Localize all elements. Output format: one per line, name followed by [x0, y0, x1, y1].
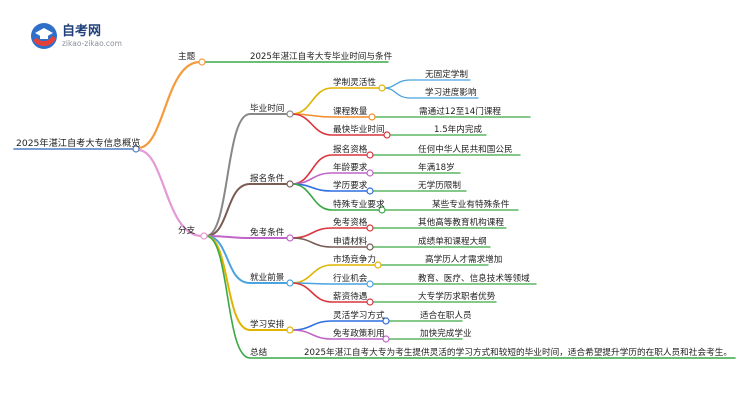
site-logo[interactable]: 自考网 zikao-zikao.com [31, 23, 122, 49]
topic-node[interactable]: 主题 [178, 50, 196, 62]
logo-url: zikao-zikao.com [62, 39, 122, 48]
item-industry-opportunity[interactable]: 行业机会 [333, 272, 368, 284]
leaf-no-fixed-system: 无固定学制 [425, 68, 468, 80]
item-age-requirement-value: 年满18岁 [418, 161, 455, 173]
item-salary-value: 大专学历求职者优势 [418, 290, 496, 302]
graduation-cap-icon [31, 23, 57, 49]
item-registration-eligibility[interactable]: 报名资格 [333, 143, 368, 155]
item-exemption-eligibility[interactable]: 免考资格 [333, 216, 368, 228]
summary-text: 2025年湛江自考大专为考生提供灵活的学习方式和较短的毕业时间，适合希望提升学历… [304, 346, 732, 358]
item-education-requirement[interactable]: 学历要求 [333, 179, 368, 191]
item-market-competitiveness-value: 高学历人才需求增加 [425, 253, 502, 265]
root-node[interactable]: 2025年湛江自考大专信息概览 [16, 137, 140, 149]
item-fastest-graduation[interactable]: 最快毕业时间 [333, 123, 385, 135]
section-exemption[interactable]: 免考条件 [250, 226, 285, 238]
item-exemption-policy-value: 加快完成学业 [420, 327, 472, 339]
item-course-count[interactable]: 课程数量 [333, 105, 368, 117]
item-market-competitiveness[interactable]: 市场竞争力 [333, 253, 376, 265]
section-study-arrangement[interactable]: 学习安排 [250, 318, 285, 330]
section-registration[interactable]: 报名条件 [250, 172, 285, 184]
item-age-requirement[interactable]: 年龄要求 [333, 161, 368, 173]
branch-node[interactable]: 分支 [178, 224, 196, 236]
item-application-materials[interactable]: 申请材料 [333, 235, 368, 247]
section-employment[interactable]: 就业前景 [250, 271, 285, 283]
logo-title: 自考网 [62, 23, 101, 39]
item-industry-opportunity-value: 教育、医疗、信息技术等领域 [418, 272, 530, 284]
section-summary[interactable]: 总结 [250, 346, 268, 358]
item-exemption-policy[interactable]: 免考政策利用 [333, 327, 385, 339]
item-salary[interactable]: 薪资待遇 [333, 290, 368, 302]
item-fastest-graduation-value: 1.5年内完成 [434, 123, 482, 135]
item-exemption-eligibility-value: 其他高等教育机构课程 [418, 216, 504, 228]
item-flexible-study[interactable]: 灵活学习方式 [333, 309, 385, 321]
item-special-major-value: 某些专业有特殊条件 [432, 198, 510, 210]
item-special-major[interactable]: 特殊专业要求 [333, 198, 385, 210]
item-course-count-value: 需通过12至14门课程 [419, 105, 501, 117]
item-registration-eligibility-value: 任何中华人民共和国公民 [418, 143, 513, 155]
section-graduation-time[interactable]: 毕业时间 [250, 102, 284, 114]
topic-value: 2025年湛江自考大专毕业时间与条件 [250, 50, 393, 62]
item-schooling-flexibility[interactable]: 学制灵活性 [333, 76, 376, 88]
leaf-study-progress: 学习进度影响 [425, 86, 477, 98]
item-application-materials-value: 成绩单和课程大纲 [418, 235, 487, 247]
item-flexible-study-value: 适合在职人员 [420, 309, 472, 321]
item-education-requirement-value: 无学历限制 [418, 179, 461, 191]
